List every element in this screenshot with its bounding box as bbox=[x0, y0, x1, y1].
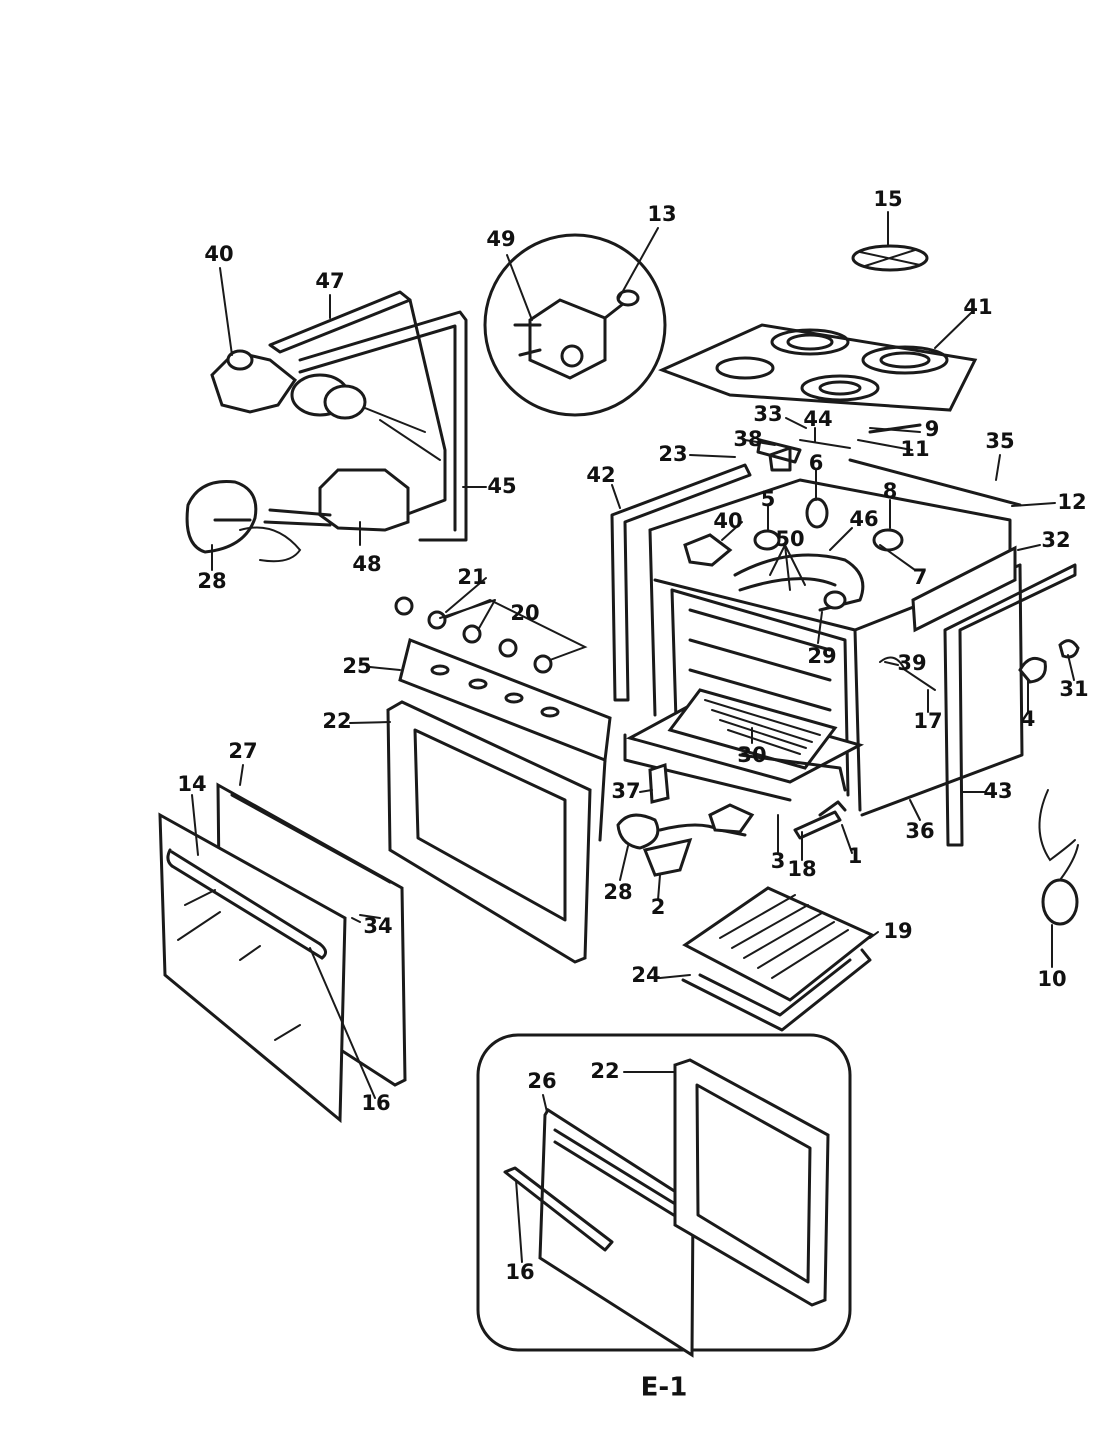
callout-labels: 1 2 3 4 5 6 7 8 9 10 11 12 13 14 15 16 1… bbox=[177, 187, 1088, 1284]
callout-label: 41 bbox=[963, 295, 992, 319]
callout-label: 32 bbox=[1041, 528, 1070, 552]
callout-label: 13 bbox=[647, 202, 676, 226]
callout-label: 26 bbox=[527, 1069, 556, 1093]
callout-label: 2 bbox=[651, 895, 666, 919]
callout-label: 40 bbox=[713, 509, 742, 533]
callout-label: 1 bbox=[848, 844, 863, 868]
callout-label: 40 bbox=[204, 242, 233, 266]
callout-label: 8 bbox=[883, 479, 898, 503]
callout-label: 47 bbox=[315, 269, 344, 293]
callout-label: 30 bbox=[737, 743, 766, 767]
callout-label: 5 bbox=[761, 487, 776, 511]
callout-label: 18 bbox=[787, 857, 816, 881]
callout-label: 49 bbox=[486, 227, 515, 251]
broiler-pan bbox=[681, 886, 875, 1032]
callout-label: 45 bbox=[487, 474, 516, 498]
callout-label: 10 bbox=[1037, 967, 1066, 991]
callout-label: 28 bbox=[603, 880, 632, 904]
door-inner-frame bbox=[386, 700, 592, 964]
callout-label: 29 bbox=[807, 644, 836, 668]
side-trim-strips bbox=[610, 463, 1077, 847]
callout-label: 38 bbox=[733, 427, 762, 451]
callout-label: 28 bbox=[197, 569, 226, 593]
hinge-parts bbox=[616, 762, 847, 877]
callout-label: 44 bbox=[803, 407, 832, 431]
callout-label: 16 bbox=[505, 1260, 534, 1284]
figure-caption: E-1 bbox=[641, 1373, 688, 1403]
callout-label: 43 bbox=[983, 779, 1012, 803]
callout-label: 42 bbox=[586, 463, 615, 487]
callout-label: 12 bbox=[1057, 490, 1086, 514]
callout-label: 50 bbox=[775, 527, 804, 551]
misc-right-parts bbox=[879, 639, 1080, 926]
callout-label: 22 bbox=[590, 1059, 619, 1083]
burner-grate bbox=[851, 244, 929, 272]
cooktop bbox=[658, 323, 978, 412]
callout-label: 14 bbox=[177, 772, 206, 796]
callout-label: 24 bbox=[631, 963, 660, 987]
valve-detail-inset bbox=[483, 233, 667, 417]
callout-label: 36 bbox=[905, 819, 934, 843]
callout-label: 7 bbox=[913, 565, 928, 589]
valve-tubing-assembly bbox=[185, 290, 468, 563]
callout-label: 20 bbox=[510, 601, 539, 625]
internal-burner-parts bbox=[683, 423, 922, 612]
callout-label: 48 bbox=[352, 552, 381, 576]
callout-label: 9 bbox=[925, 417, 940, 441]
callout-label: 19 bbox=[883, 919, 912, 943]
callout-label: 35 bbox=[985, 429, 1014, 453]
callout-label: 33 bbox=[753, 402, 782, 426]
callout-label: 39 bbox=[897, 651, 926, 675]
callout-label: 23 bbox=[658, 442, 687, 466]
callout-label: 17 bbox=[913, 709, 942, 733]
callout-label: 3 bbox=[771, 849, 786, 873]
callout-label: 16 bbox=[361, 1091, 390, 1115]
callout-label: 46 bbox=[849, 507, 878, 531]
callout-label: 34 bbox=[363, 914, 392, 938]
control-panel bbox=[398, 637, 612, 842]
callout-label: 25 bbox=[342, 654, 371, 678]
callout-label: 22 bbox=[322, 709, 351, 733]
callout-label: 6 bbox=[809, 451, 824, 475]
oven-door-glass bbox=[158, 812, 347, 1124]
callout-label: 15 bbox=[873, 187, 902, 211]
callout-label: 21 bbox=[457, 565, 486, 589]
callout-label: 31 bbox=[1059, 677, 1088, 701]
callout-label: 37 bbox=[611, 779, 640, 803]
callout-label: 11 bbox=[900, 437, 929, 461]
leader-lines bbox=[191, 211, 1075, 1263]
callout-label: 27 bbox=[228, 739, 257, 763]
callout-label: 4 bbox=[1021, 707, 1036, 731]
